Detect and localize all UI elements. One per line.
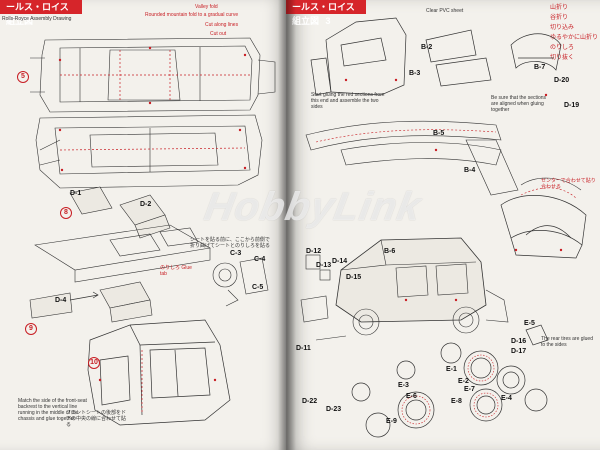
right-page-number: 3 [325, 16, 331, 26]
callout-cut-lines: Cut along lines [205, 22, 239, 28]
part-label-b4: B-4 [464, 167, 476, 174]
part-label-d11: D-11 [296, 345, 311, 352]
step-number-10: 10 [88, 357, 100, 369]
legend-valley-fold: 谷折り [550, 15, 569, 21]
part-label-e8: E-8 [451, 398, 462, 405]
note-match-side: Match the side of the front-seat backres… [18, 398, 87, 422]
part-label-e5: E-5 [524, 320, 535, 327]
step-number-5: 5 [17, 71, 29, 83]
watermark-text: HobbyLink [201, 185, 425, 229]
callout-mountain-fold: Rounded mountain fold to a gradual curve [145, 12, 239, 18]
part-label-d13: D-13 [316, 262, 332, 269]
part-label-d16: D-16 [511, 338, 527, 345]
legend-cut: 切り込み [550, 25, 575, 31]
part-label-b3: B-3 [409, 70, 421, 77]
note-start-gluing: Start gluing the red sections from this … [311, 92, 385, 110]
right-page-header: ールス・ロイス組立図 3 [286, 0, 366, 26]
part-label-c4: C-4 [254, 256, 266, 263]
part-label-e6: E-6 [406, 393, 417, 400]
part-label-e7: E-7 [464, 386, 475, 393]
part-label-d4: D-4 [55, 297, 67, 304]
part-label-b7: B-7 [534, 64, 546, 71]
legend-mountain-fold: 山折り [550, 5, 569, 11]
note-glue-tab: のりしろ Glue tab [160, 265, 192, 277]
part-label-b2: B-2 [421, 44, 433, 51]
part-label-d12: D-12 [306, 248, 322, 255]
part-label-e2: E-2 [458, 378, 469, 385]
part-label-d14: D-14 [332, 258, 348, 265]
part-label-e1: E-1 [446, 366, 457, 373]
right-page: ールス・ロイス組立図 3 山折り 谷折り 切り込み ゆるやかに山折り のりしろ … [286, 0, 600, 450]
part-label-d22: D-22 [302, 398, 318, 405]
legend-glue-tab: のりしろ [550, 45, 575, 51]
part-label-c3: C-3 [230, 250, 242, 257]
legend-cut-out: 切り抜く [550, 55, 575, 61]
note-seat-fold: シートを貼る前に、ここから前側で折り曲げてシートとのりしろを貼る [190, 237, 270, 249]
note-front-seat-jp: フロントシートの後部をドアの中央の線に合わせて貼る [66, 410, 127, 428]
part-label-c5: C-5 [252, 284, 264, 291]
part-label-e3: E-3 [398, 382, 409, 389]
part-label-d2: D-2 [140, 201, 152, 208]
legend-gentle-mountain: ゆるやかに山折り [550, 35, 599, 41]
part-label-d23: D-23 [326, 406, 342, 413]
part-label-b6: B-6 [384, 248, 396, 255]
note-clear-pvc: Clear PVC sheet [426, 8, 464, 14]
left-page-header: ールス・ロイス組立図 [0, 0, 82, 26]
callout-valley-fold: Valley fold [195, 4, 218, 10]
part-label-e4: E-4 [501, 395, 512, 402]
step-number-9: 9 [25, 323, 37, 335]
part-label-d20: D-20 [554, 77, 570, 84]
right-page-header-title: ールス・ロイス組立図 [292, 2, 355, 26]
note-center-jp: センターで合わせて貼り合わせる [541, 178, 596, 190]
part-label-b5: B-5 [433, 130, 445, 137]
note-aligned: Be sure that the sections are aligned wh… [491, 95, 547, 113]
left-page-subtitle: Rolls-Royce Assembly Drawing [2, 16, 72, 22]
right-page-drawings [300, 17, 587, 438]
fold-legend: 山折り 谷折り 切り込み ゆるやかに山折り のりしろ 切り抜く [550, 3, 599, 63]
left-page-drawings [29, 37, 276, 426]
note-rear-tires: The rear tires are glued to the sides [541, 336, 593, 348]
book-spine-shadow [278, 0, 296, 450]
part-label-d17: D-17 [511, 348, 527, 355]
left-page: ールス・ロイス組立図 Rolls-Royce Assembly Drawing … [0, 0, 286, 450]
part-label-d19: D-19 [564, 102, 580, 109]
part-label-d1: D-1 [70, 190, 82, 197]
callout-cut-out: Cut out [210, 31, 227, 37]
part-label-e9: E-9 [386, 418, 397, 425]
step-number-8: 8 [60, 207, 72, 219]
part-label-d15: D-15 [346, 274, 362, 281]
